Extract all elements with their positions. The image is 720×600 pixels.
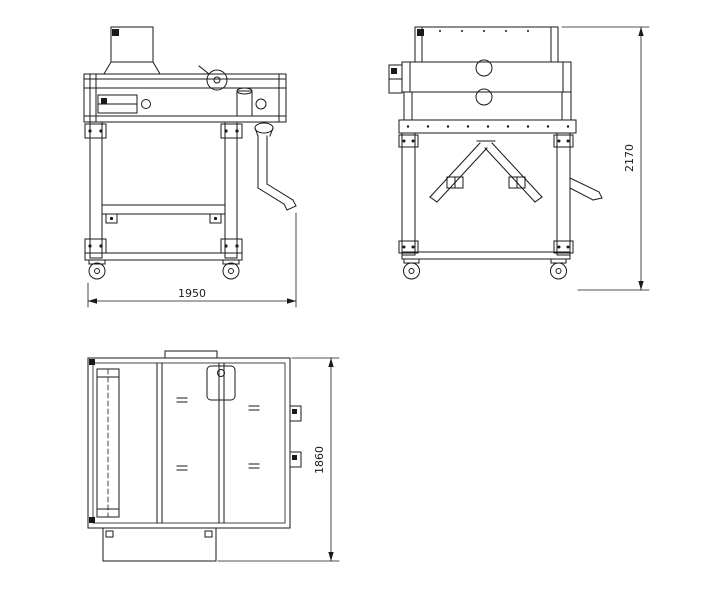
front-view [388,26,603,280]
front-caster-left [403,258,420,280]
plan-outline [87,357,291,529]
front-spout [569,177,603,201]
datum-mark [417,29,424,36]
side-discharge-chute [254,122,297,211]
arrowhead-left-icon [88,298,97,304]
plan-view [87,350,302,562]
side-caster-right [222,259,240,280]
dimension-label-height: 2170 [623,144,636,172]
plan-top-tab [164,350,218,359]
datum-mark [391,68,397,74]
front-caster-right [550,258,567,280]
side-hopper [103,26,161,75]
datum-mark [89,359,95,365]
arrowhead-down-icon [638,281,644,290]
side-caster-left [88,259,106,280]
plan-fastener-marks [176,397,260,471]
front-left-bracket [388,64,403,94]
side-body [83,65,287,123]
front-knob-upper [475,59,493,77]
dimension-label-width: 1950 [178,287,206,300]
arrowhead-up-icon [328,358,334,367]
datum-mark [112,29,119,36]
dimension-height: 2170 [561,26,650,291]
arrowhead-up-icon [638,27,644,36]
front-frame [398,119,577,260]
arrowhead-down-icon [328,552,334,561]
plan-hopper [206,365,236,401]
plan-right-latch-upper [289,405,302,422]
datum-mark [89,517,95,523]
side-roller [206,69,228,91]
front-upper-band [401,59,572,93]
dimension-depth: 1860 [217,357,340,562]
front-v-brace [429,140,543,203]
front-lower-band [403,88,572,121]
front-knob-lower [475,88,493,106]
plan-right-latch-lower [289,451,302,468]
side-frame [84,121,243,261]
plan-roller [96,368,120,518]
front-hopper [414,26,559,63]
plan-dividers [156,362,225,524]
dimension-width: 1950 [87,212,297,308]
plan-lower-extension [102,527,217,562]
arrowhead-right-icon [287,298,296,304]
dimension-label-depth: 1860 [313,446,326,474]
datum-mark [101,98,107,104]
side-view [83,26,297,280]
